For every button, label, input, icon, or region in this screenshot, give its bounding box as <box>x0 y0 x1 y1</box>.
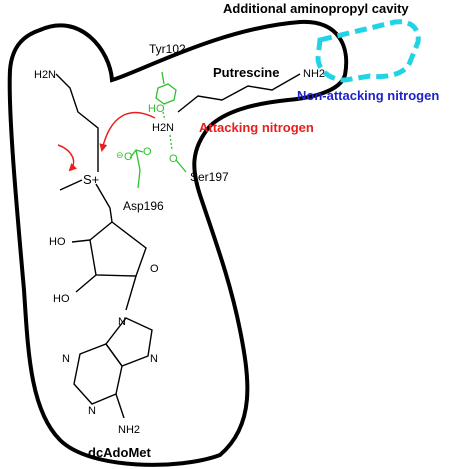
c5-c4-bond <box>109 207 113 223</box>
adenine-ring <box>73 317 153 419</box>
cavity-label: Additional aminopropyl cavity <box>223 1 409 16</box>
putrescine-nh2-label: NH2 <box>303 68 325 80</box>
dcadomet-h2n-label: H2N <box>34 69 56 81</box>
methyl-bond <box>59 179 83 191</box>
attacking-nitrogen-label: Attacking nitrogen <box>199 120 314 135</box>
ribose-ring <box>71 221 147 311</box>
ser197-label: Ser197 <box>190 170 229 184</box>
aminopropyl-chain <box>55 73 99 172</box>
non-attacking-nitrogen-label: Non-attacking nitrogen <box>297 88 439 103</box>
adenine-nh2: NH2 <box>118 424 140 436</box>
aminopropyl-cavity-outline <box>315 19 421 83</box>
sugar-ring-o: O <box>150 263 159 275</box>
putrescine-label: Putrescine <box>213 65 279 80</box>
adenine-n9: N <box>118 316 126 328</box>
s-c5-bond <box>95 183 111 209</box>
tyr102-oh-label: HO <box>148 103 165 115</box>
asp-o2-label: O <box>143 146 152 158</box>
leaving-arrow <box>57 144 78 172</box>
sulfonium-label: S+ <box>83 172 99 187</box>
tyr102-label: Tyr102 <box>149 42 186 56</box>
dcadomet-label: dcAdoMet <box>88 445 152 460</box>
asp196-carboxylate: ⊖ O O <box>116 146 152 189</box>
asp-o1-label: O <box>124 151 133 163</box>
adenine-n3: N <box>62 353 70 365</box>
tyr-hbond <box>162 111 166 121</box>
asp-charge-icon: ⊖ <box>116 150 124 160</box>
ser197-o-label: O <box>169 153 178 165</box>
asp196-label: Asp196 <box>123 199 164 213</box>
ser-hbond <box>169 134 173 151</box>
sugar-ho-bottom: HO <box>53 293 70 305</box>
binding-pocket-outline <box>7 19 349 467</box>
ser-side-chain <box>175 159 187 173</box>
adenine-n1: N <box>88 405 96 417</box>
sugar-ho-top: HO <box>49 236 66 248</box>
attacking-h2n-label: H2N <box>152 122 174 134</box>
putrescine-chain <box>177 73 301 113</box>
adenine-n7: N <box>150 353 158 365</box>
tyr102-phenol-icon <box>155 71 177 105</box>
attack-arrow <box>99 111 156 152</box>
